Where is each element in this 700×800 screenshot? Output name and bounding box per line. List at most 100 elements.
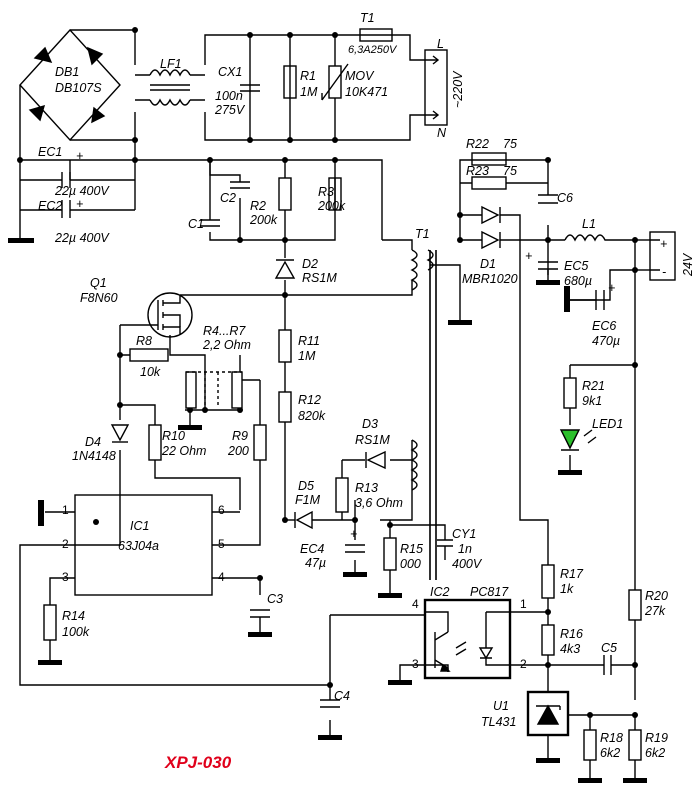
r18-value: 6k2 — [600, 746, 620, 760]
r11-value: 1M — [298, 349, 316, 363]
c1-ref: C1 — [188, 217, 204, 231]
r3-value: 200k — [317, 199, 346, 213]
r14-value: 100k — [62, 625, 90, 639]
ic2-value: PC817 — [470, 585, 509, 599]
ground-ec4 — [343, 572, 367, 577]
ec1-value: 22µ 400V — [54, 184, 110, 198]
ic2-pin3: 3 — [412, 657, 419, 671]
c5-ref: C5 — [601, 641, 617, 655]
resistor-r16 — [541, 624, 555, 656]
r13-ref: R13 — [355, 481, 378, 495]
common-mode-choke-lf1 — [135, 69, 205, 106]
ground-r4 — [178, 425, 202, 430]
resistor-r20 — [628, 589, 642, 621]
cx1-ref: CX1 — [218, 65, 242, 79]
inductor-l1 — [564, 234, 610, 242]
ec5-value: 680µ — [564, 274, 592, 288]
ec5-ref: EC5 — [564, 259, 588, 273]
u1-value: TL431 — [481, 715, 516, 729]
ground-ic2 — [388, 680, 412, 685]
d5-value: F1M — [295, 493, 321, 507]
r2-value: 200k — [249, 213, 278, 227]
ec6-value: 470µ — [592, 334, 620, 348]
diode-d2 — [274, 259, 296, 279]
resistor-r13 — [335, 477, 349, 513]
ground-u1 — [536, 758, 560, 763]
bridge-rectifier-db1 — [19, 28, 121, 142]
ec2-ref: EC2 — [38, 199, 62, 213]
d5-ref: D5 — [298, 479, 314, 493]
r20-value: 27k — [644, 604, 666, 618]
ground-r15 — [378, 593, 402, 598]
ic1-pin6: 6 — [218, 503, 225, 517]
ic1-pin1: 1 — [62, 503, 69, 517]
r14-ref: R14 — [62, 609, 85, 623]
r23-value: 75 — [503, 164, 517, 178]
mains-connector — [424, 49, 448, 126]
led-led1 — [559, 429, 597, 451]
ec1-ref: EC1 — [38, 145, 62, 159]
ground-c3 — [248, 632, 272, 637]
capacitor-c3 — [250, 609, 270, 632]
r9-value: 200 — [227, 444, 249, 458]
junction-dots — [17, 27, 638, 718]
transformer-ref: T1 — [415, 227, 430, 241]
capacitor-cx1 — [240, 84, 260, 92]
r17-ref: R17 — [560, 567, 584, 581]
r11-ref: R11 — [298, 334, 320, 348]
ec4-plus: + — [350, 527, 357, 541]
c6-ref: C6 — [557, 191, 573, 205]
resistor-r23 — [471, 176, 507, 190]
q1-value: F8N60 — [80, 291, 118, 305]
ground-led1 — [558, 470, 582, 475]
ec6-plus: + — [608, 281, 615, 295]
ic1-ref: IC1 — [130, 519, 149, 533]
output-plus: + — [660, 237, 667, 251]
ground-ec5 — [536, 280, 560, 285]
cx1-value2: 275V — [214, 103, 246, 117]
fuse-t1 — [359, 28, 393, 42]
lf1-ref: LF1 — [160, 57, 182, 71]
ic1-pin4: 4 — [218, 570, 225, 584]
capacitor-ec4 — [345, 544, 365, 553]
resistor-r9 — [253, 424, 267, 461]
ground-ic1-pin1 — [38, 500, 44, 526]
led1-ref: LED1 — [592, 417, 623, 431]
ic1-pin2: 2 — [62, 537, 69, 551]
ec4-value: 47µ — [305, 556, 326, 570]
capacitor-cy1 — [437, 539, 453, 560]
diode-d1 — [481, 205, 501, 250]
r15-ref: R15 — [400, 542, 423, 556]
c2-ref: C2 — [220, 191, 236, 205]
r4r7-ref: R4...R7 — [203, 324, 246, 338]
ec1-plus: + — [76, 149, 83, 163]
ic1-pin5: 5 — [218, 537, 225, 551]
ec2-value: 22µ 400V — [54, 231, 110, 245]
resistor-r8 — [129, 348, 169, 362]
d4-value: 1N4148 — [72, 449, 116, 463]
resistor-r14 — [43, 604, 57, 641]
r1-value: 1M — [300, 85, 318, 99]
r21-value: 9k1 — [582, 394, 602, 408]
l1-ref: L1 — [582, 217, 596, 231]
output-minus: - — [662, 265, 666, 279]
r4r7-value: 2,2 Ohm — [202, 338, 251, 352]
fuse-ref: T1 — [360, 11, 375, 25]
ic2-ref: IC2 — [430, 585, 450, 599]
capacitor-c4 — [320, 699, 340, 708]
ec5-plus: + — [525, 249, 532, 263]
r16-ref: R16 — [560, 627, 583, 641]
mov-value: 10K471 — [345, 85, 388, 99]
cy1-value1: 1n — [458, 542, 472, 556]
mains-voltage: ~220V — [451, 70, 465, 108]
r19-value: 6k2 — [645, 746, 665, 760]
mov-ref: MOV — [345, 69, 375, 83]
ic1-body — [74, 494, 213, 596]
capacitor-c5 — [598, 655, 618, 675]
fuse-value: 6,3A250V — [348, 44, 398, 56]
ic1-pin1-marker — [93, 519, 99, 525]
ec6-ref: EC6 — [592, 319, 616, 333]
resistor-r2 — [278, 177, 292, 211]
transformer-t1 — [410, 249, 437, 580]
